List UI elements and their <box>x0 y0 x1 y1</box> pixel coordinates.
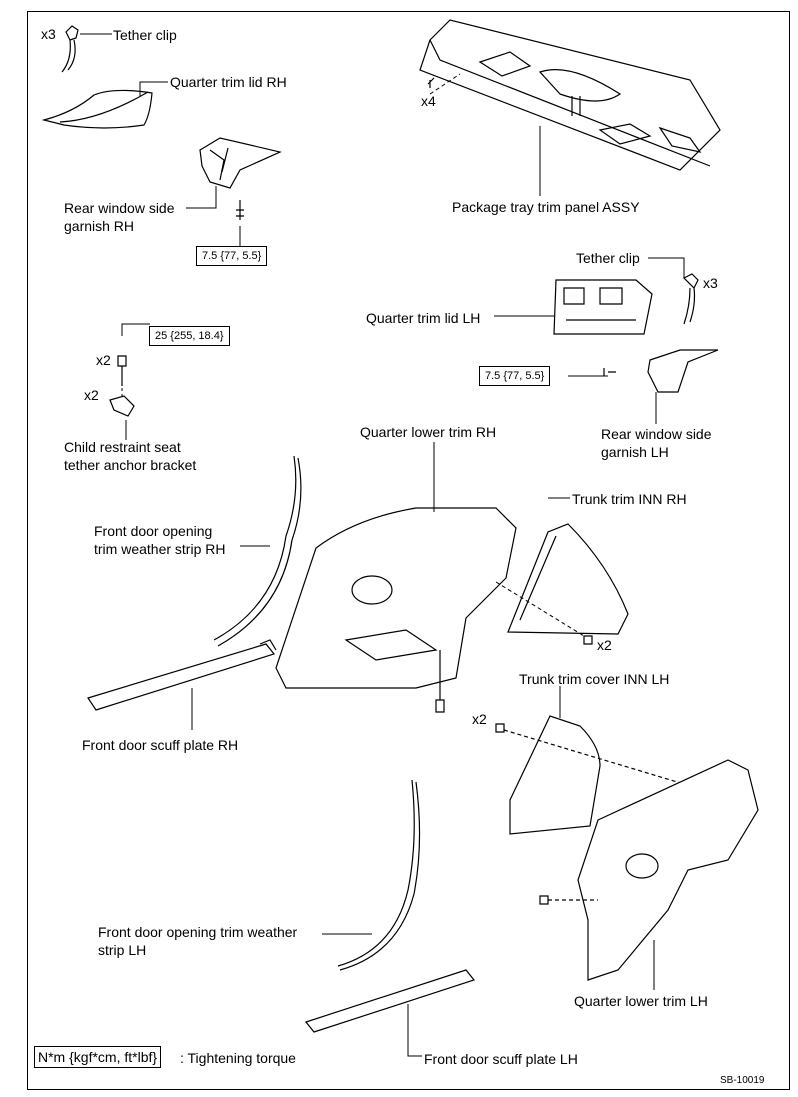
trunk-trim-cover-inn-lh-label: Trunk trim cover INN LH <box>519 671 670 687</box>
weather-strip-lh-label: Front door opening trim weather strip LH <box>98 924 298 958</box>
trunk-trim-rh-clip-qty: x2 <box>597 637 612 653</box>
quarter-lower-trim-rh-shape <box>275 507 517 713</box>
quarter-trim-lid-rh-shape <box>41 89 153 129</box>
quarter-lower-trim-lh-shape <box>539 759 759 981</box>
child-bracket-bolt-qty: x2 <box>96 352 111 368</box>
garnish-rh-shape <box>199 137 282 220</box>
trunk-trim-inn-rh-label: Trunk trim INN RH <box>572 491 687 507</box>
tether-clip-lh-qty: x3 <box>703 275 718 291</box>
scuff-plate-lh-label: Front door scuff plate LH <box>424 1051 578 1067</box>
package-tray-bolt-qty: x4 <box>421 93 436 109</box>
quarter-lower-trim-lh-label: Quarter lower trim LH <box>574 993 708 1009</box>
scuff-plate-rh-shape <box>87 639 277 711</box>
tether-clip-rh-label: Tether clip <box>113 27 177 43</box>
package-tray-shape <box>419 19 721 171</box>
weather-strip-rh-label: Front door opening trim weather strip RH <box>94 523 226 557</box>
scuff-plate-lh-shape <box>304 969 476 1033</box>
tether-clip-lh-shape <box>682 273 699 325</box>
trunk-trim-inn-rh-shape <box>507 523 629 645</box>
tether-clip-rh-qty: x3 <box>41 26 56 42</box>
leader-lines <box>80 33 685 1057</box>
weather-strip-rh-shape <box>213 455 302 647</box>
legend-text: : Tightening torque <box>180 1050 296 1066</box>
scuff-plate-rh-label: Front door scuff plate RH <box>82 737 239 753</box>
child-bracket-shape <box>109 355 135 417</box>
torque-garnish-lh: 7.5 {77, 5.5} <box>479 366 551 386</box>
figure-code: SB-10019 <box>720 1075 765 1086</box>
garnish-rh-label: Rear window side garnish RH <box>64 200 175 234</box>
tether-clip-rh-shape <box>61 25 79 73</box>
quarter-trim-lid-lh-label: Quarter trim lid LH <box>366 310 481 326</box>
package-tray-label: Package tray trim panel ASSY <box>452 199 640 215</box>
trunk-trim-cover-inn-lh-shape <box>495 715 705 835</box>
trunk-trim-lh-clip-qty: x2 <box>472 711 487 727</box>
weather-strip-lh-shape <box>337 779 421 971</box>
torque-child-bracket: 25 {255, 18.4} <box>149 326 230 346</box>
child-bracket-qty: x2 <box>84 387 99 403</box>
torque-garnish-rh: 7.5 {77, 5.5} <box>196 246 268 266</box>
quarter-trim-lid-rh-label: Quarter trim lid RH <box>170 74 287 90</box>
quarter-lower-trim-rh-label: Quarter lower trim RH <box>360 424 497 440</box>
quarter-trim-lid-lh-shape <box>553 279 653 335</box>
legend-key: N*m {kgf*cm, ft*lbf} <box>34 1046 162 1068</box>
tether-clip-lh-label: Tether clip <box>576 250 640 266</box>
garnish-lh-shape <box>603 349 719 393</box>
diagram-border <box>27 11 790 1090</box>
child-bracket-label: Child restraint seat tether anchor brack… <box>64 439 197 473</box>
garnish-lh-label: Rear window side garnish LH <box>601 426 712 460</box>
